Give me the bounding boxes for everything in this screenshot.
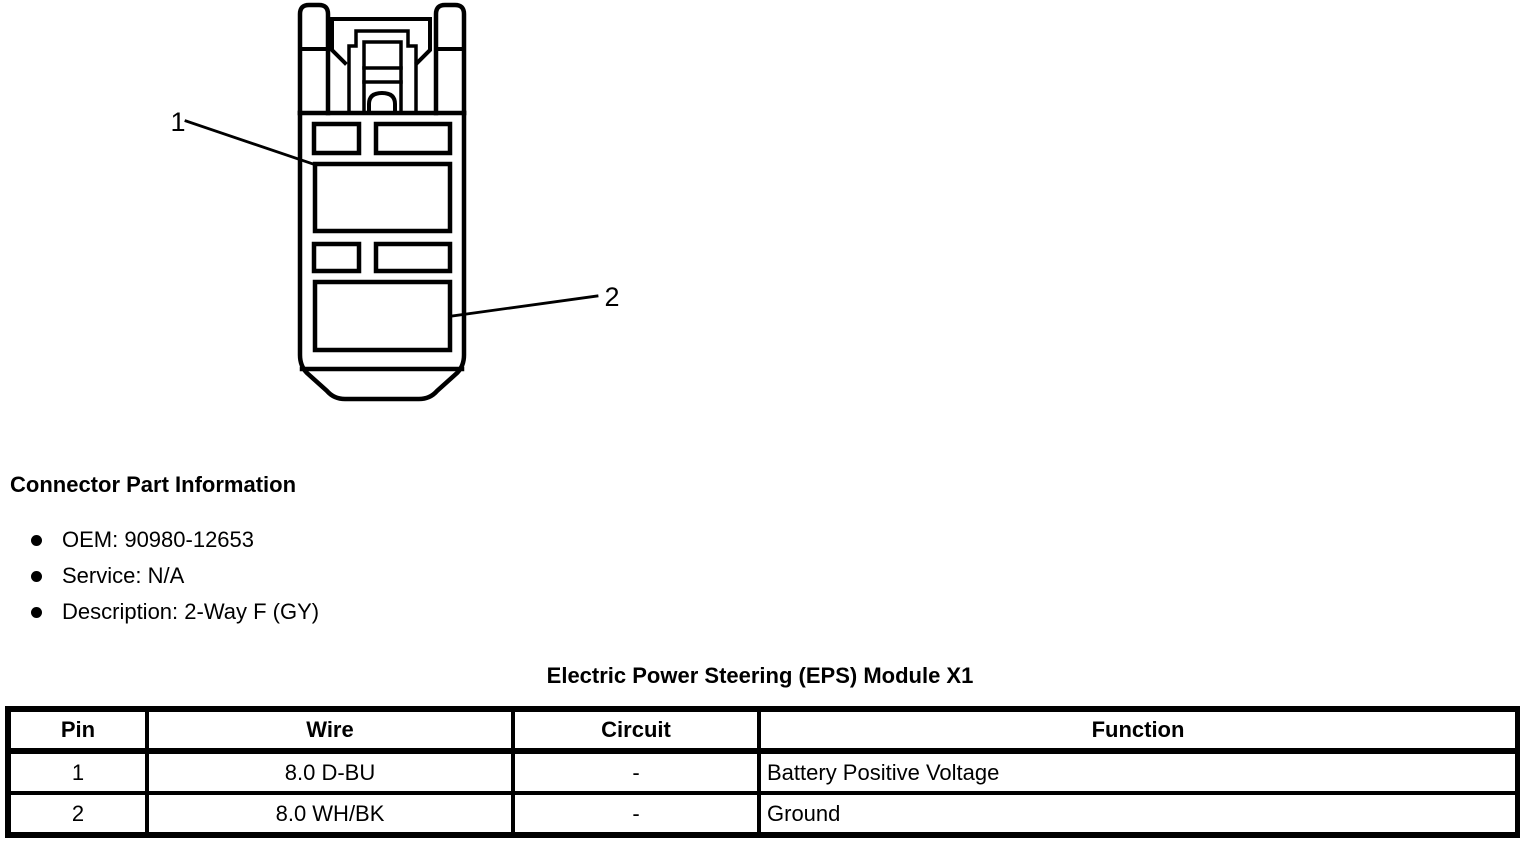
part-info-heading: Connector Part Information bbox=[10, 472, 297, 497]
list-item: Service: N/A bbox=[31, 558, 319, 594]
connector-latch-outer bbox=[347, 29, 418, 115]
cell-function: Ground bbox=[757, 791, 1520, 837]
cell-circuit: - bbox=[511, 749, 761, 795]
seal-slot-bottom-left bbox=[311, 241, 362, 274]
seal-slot-bottom-right bbox=[373, 241, 453, 274]
connector-right-rail bbox=[433, 2, 467, 116]
connector-latch-notch bbox=[362, 66, 403, 84]
leader-line-pin-2 bbox=[450, 294, 599, 318]
part-info-description: Description: 2-Way F (GY) bbox=[62, 599, 320, 624]
pin-cavity-1 bbox=[312, 161, 453, 234]
cell-pin: 1 bbox=[6, 749, 149, 795]
cell-pin: 2 bbox=[6, 791, 149, 837]
connector-funnel bbox=[330, 17, 432, 66]
connector-latch-inner bbox=[362, 40, 403, 115]
cell-circuit: - bbox=[511, 791, 761, 837]
connector-left-rail bbox=[297, 2, 331, 116]
cell-wire: 8.0 WH/BK bbox=[145, 791, 515, 837]
bullet-icon bbox=[31, 570, 42, 582]
cell-wire: 8.0 D-BU bbox=[145, 749, 515, 795]
leader-line-pin-1 bbox=[184, 119, 318, 167]
connector-dome bbox=[367, 90, 397, 115]
seal-slot-top-left bbox=[311, 121, 362, 156]
seal-slot-top-right bbox=[373, 121, 453, 156]
part-info-service: Service: N/A bbox=[62, 563, 185, 588]
bullet-icon bbox=[31, 534, 42, 546]
pinout-table-title: Electric Power Steering (EPS) Module X1 bbox=[546, 663, 974, 688]
cell-function: Battery Positive Voltage bbox=[757, 749, 1520, 795]
part-info-oem: OEM: 90980-12653 bbox=[62, 527, 255, 552]
column-header-circuit: Circuit bbox=[511, 707, 761, 754]
column-header-pin: Pin bbox=[6, 707, 149, 754]
part-info-list: OEM: 90980-12653 Service: N/A Descriptio… bbox=[31, 522, 319, 630]
pinout-table: Pin Wire Circuit Function 1 8.0 D-BU - B… bbox=[5, 706, 1520, 838]
pin-cavity-2 bbox=[312, 279, 453, 353]
table-header-row: Pin Wire Circuit Function bbox=[6, 707, 1520, 754]
list-item: Description: 2-Way F (GY) bbox=[31, 594, 319, 630]
table-row: 1 8.0 D-BU - Battery Positive Voltage bbox=[6, 749, 1520, 795]
list-item: OEM: 90980-12653 bbox=[31, 522, 319, 558]
table-row: 2 8.0 WH/BK - Ground bbox=[6, 791, 1520, 837]
column-header-wire: Wire bbox=[145, 707, 515, 754]
column-header-function: Function bbox=[757, 707, 1520, 754]
pin-2-label: 2 bbox=[604, 282, 619, 312]
connector-body-outline bbox=[297, 110, 467, 402]
pin-1-label: 1 bbox=[170, 107, 185, 137]
connector-diagram: 1 2 bbox=[170, 2, 620, 402]
bullet-icon bbox=[31, 606, 42, 618]
